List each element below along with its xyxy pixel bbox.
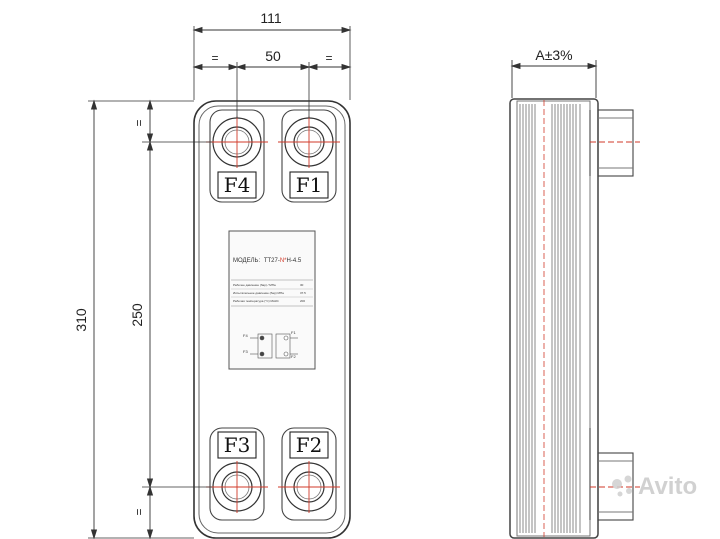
dim-side-thickness (510, 60, 598, 98)
nameplate-row-1-value: 30 (300, 283, 304, 287)
avito-watermark: Avito (612, 473, 697, 500)
port-label-box-f2 (289, 431, 329, 459)
nameplate-model: МОДЕЛЬ: TT27-N*H-4.5 (233, 258, 302, 264)
dim-equal-right: = (325, 51, 332, 65)
dim-equal-bottom: = (132, 508, 146, 515)
dim-port-spacing-h (192, 63, 352, 71)
dimension-extension-lines (88, 26, 351, 539)
side-connection-top (589, 109, 634, 177)
nameplate-flow-diagram (250, 333, 298, 359)
dim-side-thickness-label: A±3% (535, 47, 572, 63)
nameplate-row-2-value: 37.5 (300, 291, 306, 295)
nameplate-flow-f2: F2 (291, 354, 296, 359)
nameplate-row-3-label: Рабочая температура (°С) МАКС (233, 299, 280, 303)
port-label-f4: F4 (224, 173, 251, 197)
avito-watermark-text: Avito (638, 473, 697, 500)
dim-overall-height-label: 310 (73, 308, 89, 332)
centerlines-front (206, 116, 340, 513)
dim-equal-left: = (211, 51, 218, 65)
nameplate-row-3-value: 200 (300, 299, 305, 303)
nameplate-row-1-label: Рабочее давление (бар) / МПа (233, 283, 276, 287)
port-label-box-f3 (217, 431, 257, 459)
dim-overall-width (192, 26, 352, 34)
dim-port-spacing-v (146, 99, 154, 539)
port-pocket-f3 (209, 427, 265, 521)
dim-equal-top: = (132, 119, 146, 126)
port-label-box-f4 (217, 171, 257, 199)
side-view-body (509, 98, 599, 539)
plate-outer (193, 100, 351, 539)
nameplate-flow-f1: F1 (291, 330, 296, 335)
nameplate-flow-f3: F3 (243, 349, 248, 354)
port-pocket-f2 (281, 427, 337, 521)
dim-port-spacing-v-label: 250 (129, 303, 145, 327)
nameplate: МОДЕЛЬ: TT27-N*H-4.5 Рабочее давление (б… (228, 230, 316, 370)
nameplate-flow-f4: F4 (243, 333, 248, 338)
side-connection-bottom (589, 428, 634, 521)
dim-port-spacing-h-label: 50 (265, 48, 281, 64)
plate-inner (198, 105, 346, 534)
dim-overall-height (90, 99, 98, 539)
dim-overall-width-label: 111 (260, 10, 281, 26)
port-label-box-f1 (289, 171, 329, 199)
port-label-f1: F1 (296, 173, 323, 197)
port-label-f2: F2 (296, 433, 323, 457)
nameplate-row-2-label: Испытательное давление (бар) МПа (233, 291, 284, 295)
port-label-f3: F3 (224, 433, 251, 457)
